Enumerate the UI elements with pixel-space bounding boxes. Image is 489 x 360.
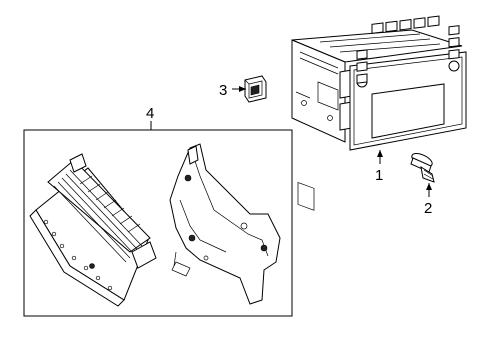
radio-unit: [291, 15, 467, 211]
clip: [244, 75, 267, 103]
heat-sink-fins: [53, 169, 143, 263]
callout-4: 4: [146, 105, 154, 122]
faceplate-side-buttons: [356, 25, 460, 84]
screw: [410, 153, 435, 183]
display-screen: [371, 83, 445, 139]
callout-1: 1: [375, 167, 383, 184]
amplifier-module: [29, 153, 157, 307]
mounting-holes: [43, 219, 113, 291]
callout-2: 2: [424, 200, 432, 217]
amplifier-assembly-frame: [23, 129, 293, 317]
chassis-top-vents: [319, 33, 441, 53]
callout-3: 3: [219, 82, 227, 99]
mounting-bracket: [169, 143, 281, 305]
chassis-side-detail: [295, 51, 339, 211]
